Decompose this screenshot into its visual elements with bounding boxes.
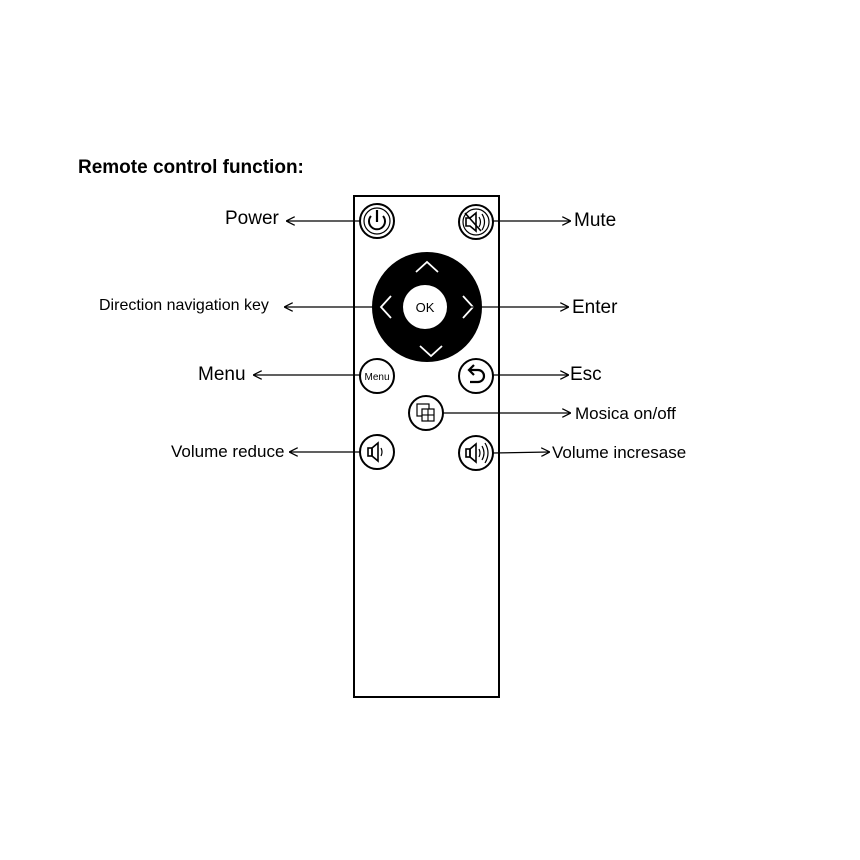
back-arrow-icon [467,364,486,384]
power-icon [368,210,386,231]
mute-icon [464,211,486,233]
mosaic-button[interactable] [408,395,444,431]
label-power: Power [225,208,279,229]
volume-up-icon [465,442,489,464]
diagram-title: Remote control function: [78,157,304,178]
chevron-left-icon [379,295,392,319]
volume-down-icon [367,441,383,463]
power-button[interactable] [359,203,395,239]
volume-up-button[interactable] [458,435,494,471]
ok-button-label: OK [416,300,435,315]
label-volume-reduce: Volume reduce [171,442,285,461]
menu-button[interactable]: Menu [359,358,395,394]
volume-down-button[interactable] [359,434,395,470]
label-mosaic: Mosica on/off [575,404,676,423]
label-mute: Mute [574,210,617,231]
label-volume-increase: Volume incresase [552,443,687,462]
mute-button[interactable] [458,204,494,240]
chevron-up-icon [415,260,439,273]
ok-button[interactable] [403,285,447,329]
esc-button[interactable] [458,358,494,394]
label-esc: Esc [570,364,602,385]
mosaic-icon [416,403,435,422]
label-menu: Menu [198,364,246,385]
chevron-down-icon [419,345,443,358]
label-enter: Enter [572,297,618,318]
volume-up-arrow [492,452,549,453]
menu-button-label: Menu [364,372,389,383]
label-direction: Direction navigation key [99,297,269,314]
